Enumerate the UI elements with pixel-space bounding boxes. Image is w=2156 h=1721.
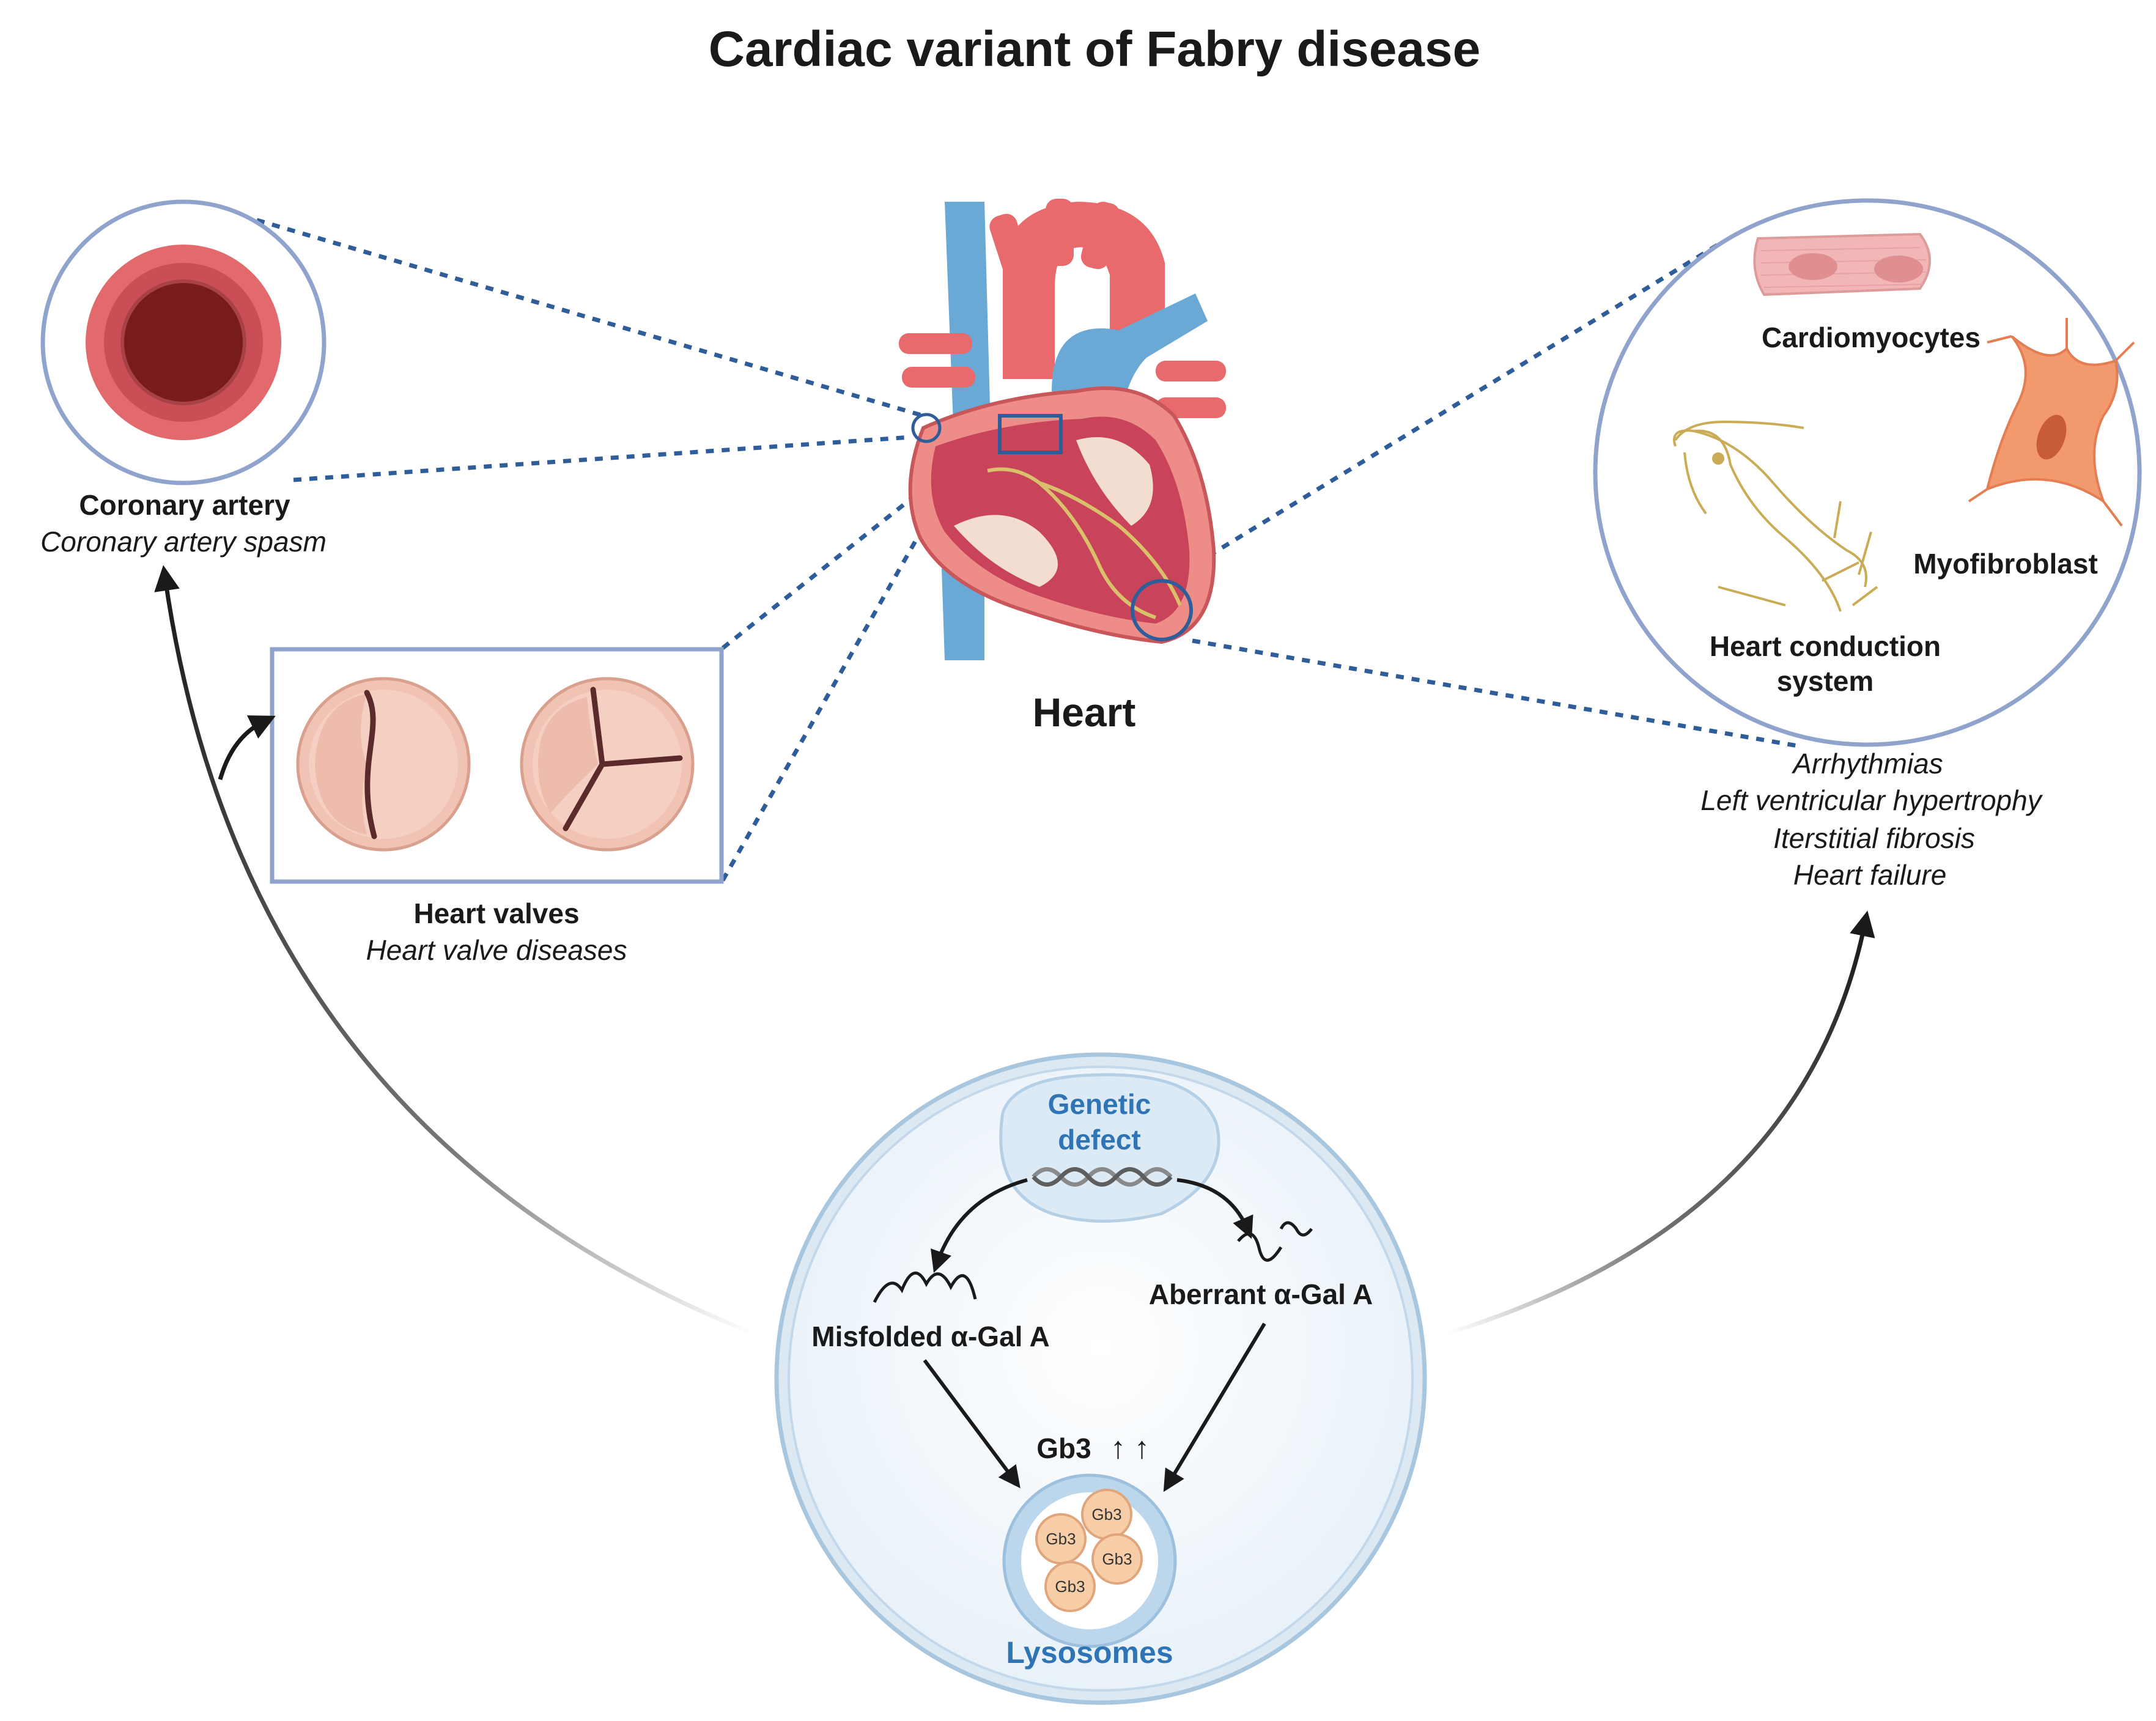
lysosomes-label: Lysosomes <box>1006 1635 1173 1670</box>
arrow-aberrant-to-lysosome <box>1163 1322 1266 1492</box>
tricuspid-valve <box>520 677 695 852</box>
coronary-artery-panel <box>40 199 327 485</box>
inferior-vena-cava <box>942 569 984 660</box>
septum-light <box>954 515 1058 587</box>
gb3-vesicles: Gb3 Gb3 Gb3 Gb3 <box>1035 1489 1143 1612</box>
misfolded-protein-icon <box>873 1271 977 1303</box>
bicuspid-valve <box>296 677 471 852</box>
aorta-branch-3 <box>1080 201 1120 270</box>
pulmonary-vein-1 <box>899 333 972 354</box>
connector-myocardium-top <box>1167 243 1719 583</box>
pulmonary-vein-3 <box>1156 361 1226 381</box>
disease-heart-failure: Heart failure <box>1793 859 1947 891</box>
misfolded-label: Misfolded α-Gal A <box>811 1321 1049 1352</box>
arrow-cell-to-myocardium <box>1448 910 1875 1335</box>
artery-lumen <box>124 283 243 402</box>
diagram-title: Cardiac variant of Fabry disease <box>709 21 1480 77</box>
heart-valves-panel <box>270 647 724 884</box>
gb3-vesicle-label-3: Gb3 <box>1102 1550 1132 1568</box>
cell-membrane-inner <box>788 1066 1414 1692</box>
coronary-artery-disease: Coronary artery spasm <box>40 526 327 558</box>
arrow-to-aberrant <box>1176 1178 1253 1239</box>
arrow-misfolded-to-lysosome <box>923 1359 1021 1489</box>
myocardium-circle-outline <box>1593 198 2142 747</box>
conduction-label-line2: system <box>1777 665 1874 697</box>
arrow-cell-to-coronary <box>154 565 753 1335</box>
heart-label: Heart <box>1033 690 1136 735</box>
disease-lv-hypertrophy: Left ventricular hypertrophy <box>1700 784 2043 816</box>
gb3-vesicle-label-2: Gb3 <box>1046 1530 1076 1548</box>
gb3-vesicle-label-1: Gb3 <box>1091 1505 1121 1524</box>
disease-arrhythmias: Arrhythmias <box>1791 748 1943 779</box>
conduction-label-line1: Heart conduction <box>1710 630 1941 662</box>
vena-cava <box>945 202 991 440</box>
connector-valves-bottom <box>720 537 920 882</box>
connector-myocardium-bottom <box>1192 638 1798 748</box>
gb3-vesicle-4 <box>1044 1561 1096 1612</box>
cardiomyocytes-label: Cardiomyocytes <box>1762 322 1981 353</box>
heart-highlight-node <box>911 413 942 443</box>
gb3-vesicle-3 <box>1091 1533 1143 1585</box>
aorta-branch-2 <box>1046 199 1074 266</box>
genetic-defect-line1: Genetic <box>1048 1088 1151 1120</box>
heart-illustration <box>899 199 1226 660</box>
heart-valves-disease: Heart valve diseases <box>366 934 627 966</box>
arrow-to-misfolded <box>931 1178 1028 1273</box>
dna-helix-b <box>1032 1167 1173 1187</box>
aorta-branch-1 <box>989 213 1032 281</box>
gb3-vesicle-label-4: Gb3 <box>1055 1577 1085 1596</box>
connector-coronary-bottom <box>293 435 912 482</box>
gb3-increase-arrows: ↑ ↑ <box>1110 1431 1150 1465</box>
heart-highlight-myocardium <box>1131 579 1193 641</box>
myofibroblast-label: Myofibroblast <box>1913 548 2098 580</box>
genetic-defect-line2: defect <box>1058 1124 1140 1155</box>
connector-coronary-top <box>256 218 924 418</box>
myocardium-panel <box>1593 198 2142 747</box>
heart-valves-label: Heart valves <box>413 897 579 929</box>
conduction-system-drawing <box>1673 420 1878 612</box>
cardiomyocyte-cell <box>1753 232 1931 297</box>
aberrant-protein-icon <box>1237 1221 1313 1262</box>
coronary-artery-label: Coronary artery <box>79 489 290 521</box>
gb3-label: Gb3 <box>1036 1432 1091 1464</box>
myofibroblast-cell <box>1968 318 2135 527</box>
septum-light-2 <box>1076 437 1153 526</box>
disease-fibrosis: Iterstitial fibrosis <box>1773 822 1975 854</box>
arrow-to-valves <box>218 715 276 780</box>
dna-helix-a <box>1032 1167 1173 1187</box>
aberrant-label: Aberrant α-Gal A <box>1149 1278 1373 1310</box>
heart-highlight-valve <box>998 414 1063 454</box>
pulmonary-vein-2 <box>902 367 975 388</box>
